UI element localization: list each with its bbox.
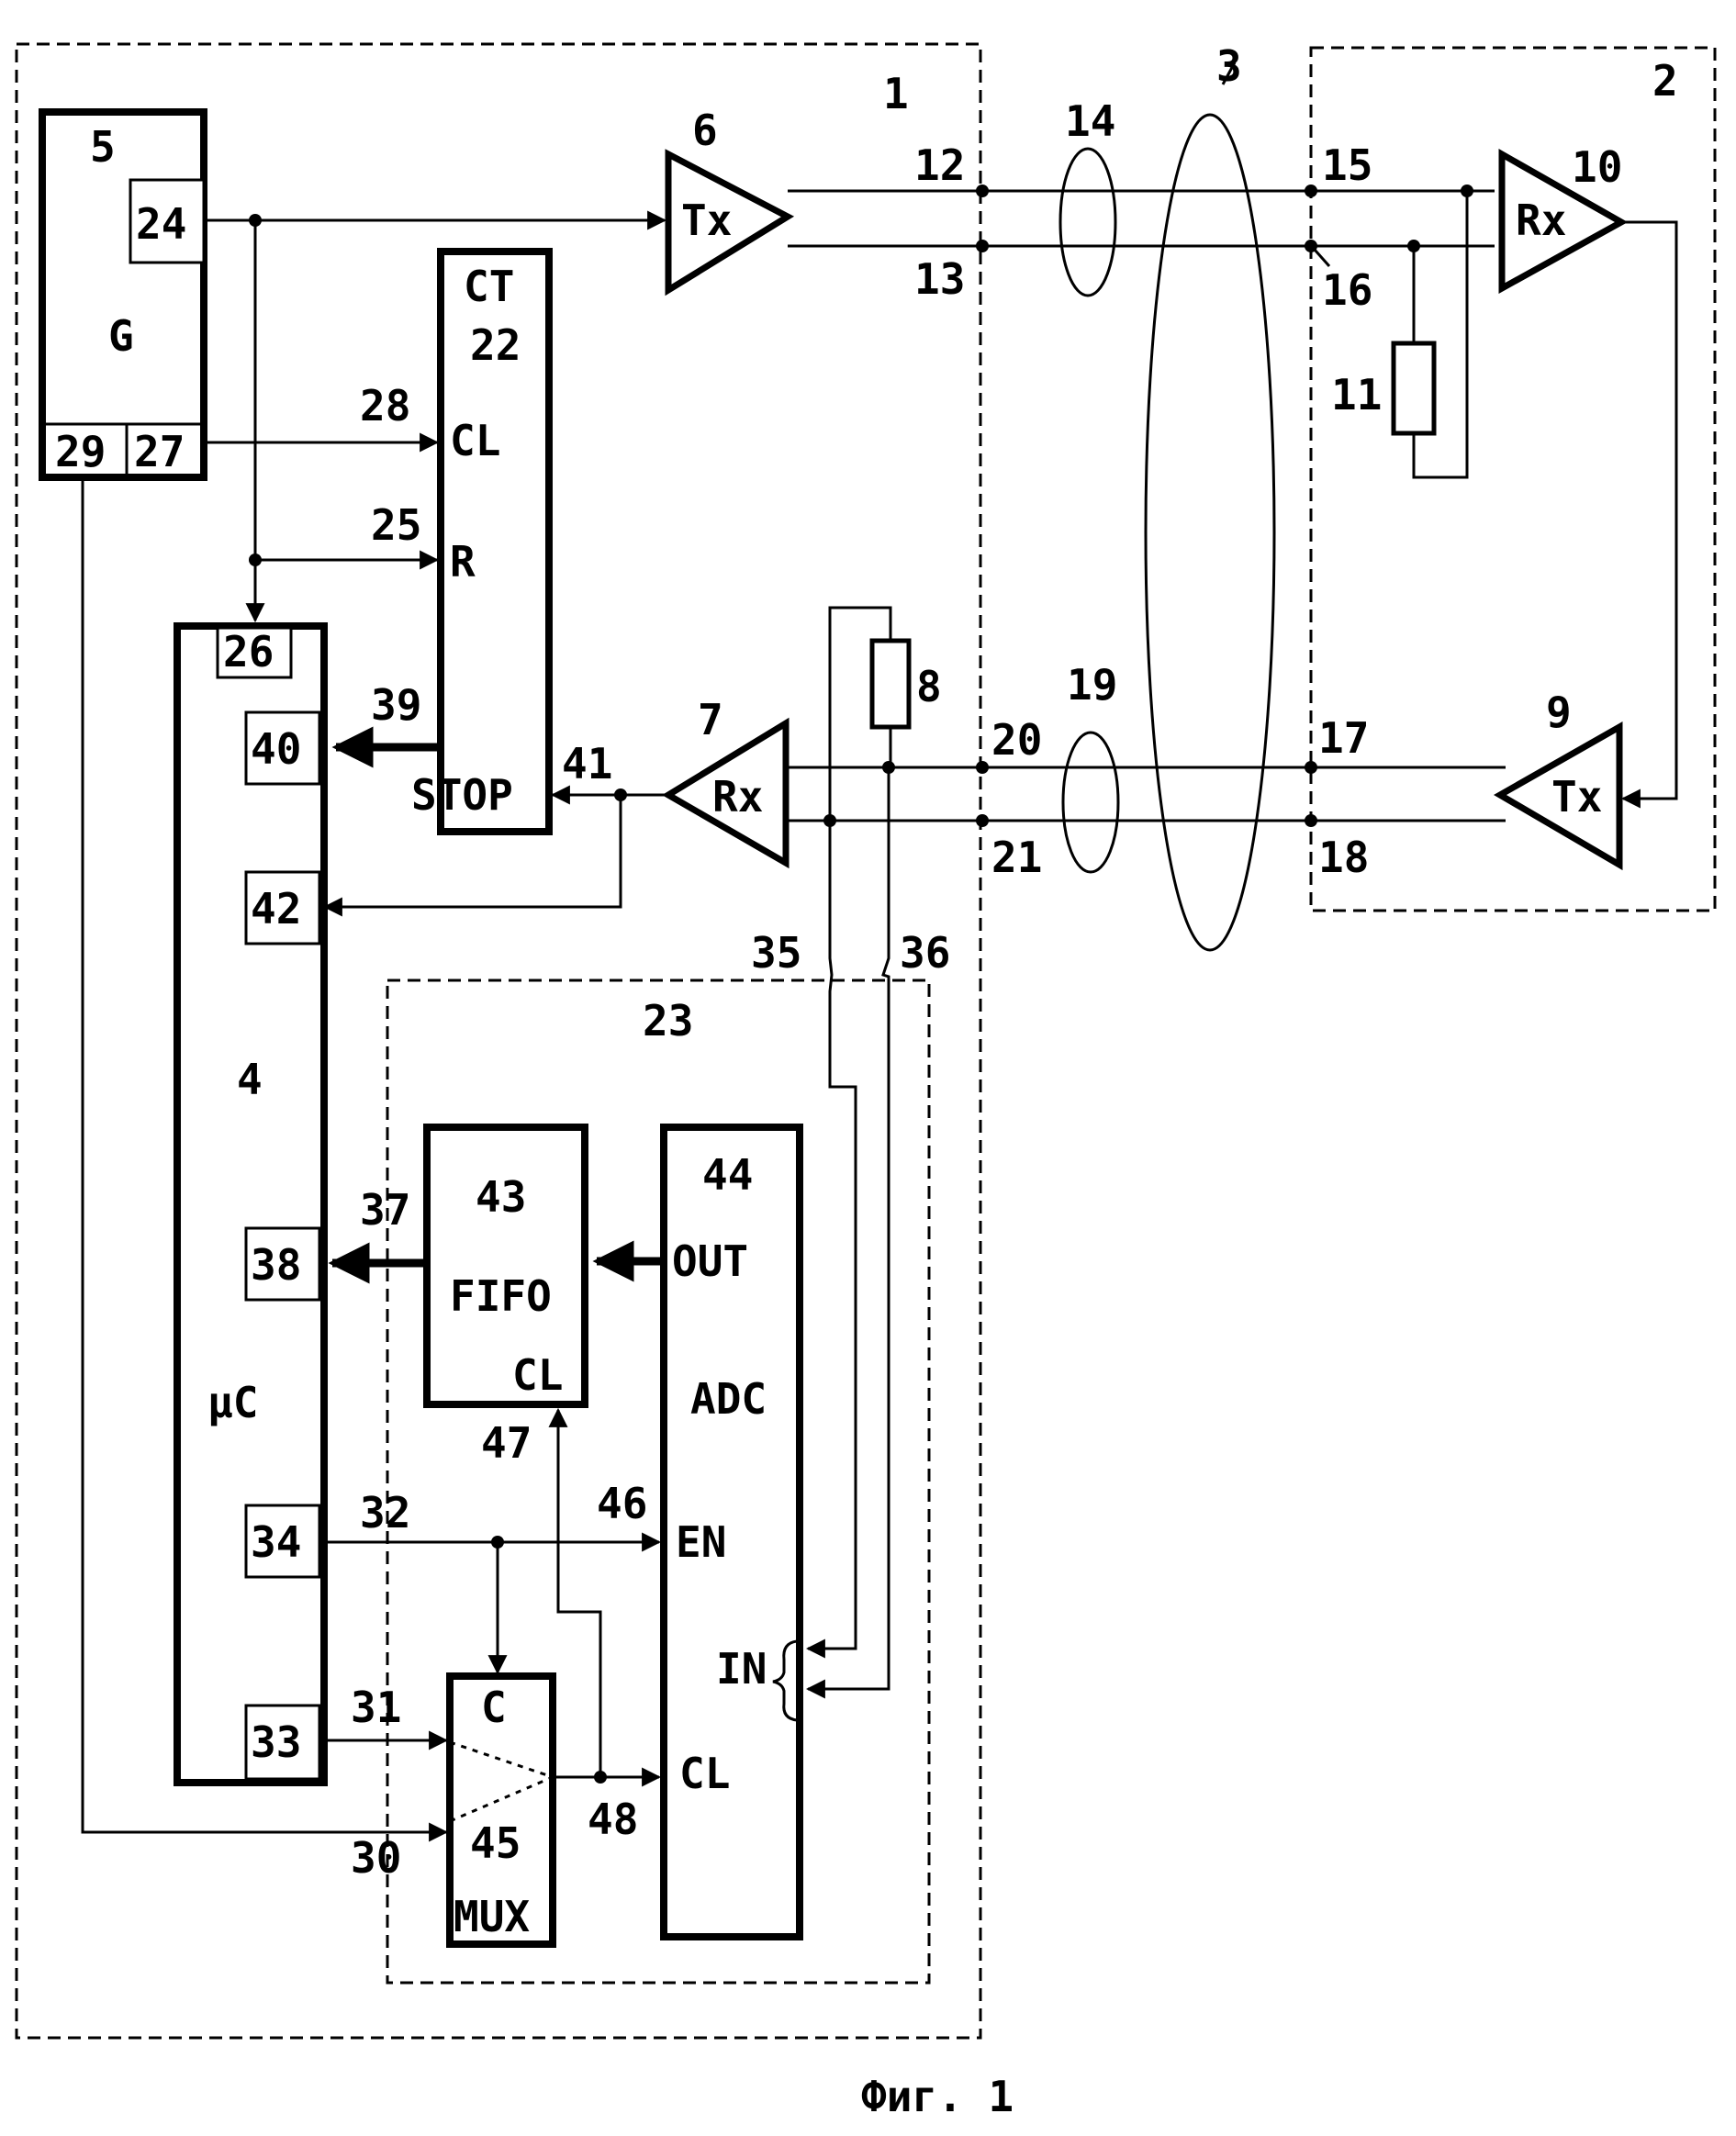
label-16: 16 bbox=[1322, 265, 1372, 315]
adc-number: 44 bbox=[702, 1150, 753, 1200]
label-46: 46 bbox=[597, 1479, 647, 1528]
junction-reset bbox=[249, 554, 262, 566]
generator-name: G bbox=[108, 311, 134, 361]
junction-gen-out bbox=[249, 214, 262, 227]
resistor-11-label: 11 bbox=[1331, 370, 1382, 419]
counter-cl-input: CL bbox=[450, 416, 500, 465]
wire-sense-36 bbox=[808, 767, 889, 1689]
receiver-10-name: Rx bbox=[1516, 196, 1566, 245]
label-14: 14 bbox=[1065, 96, 1115, 146]
wire-sense-35 bbox=[808, 821, 856, 1649]
adc-out-pin: OUT bbox=[672, 1236, 748, 1286]
label-35: 35 bbox=[751, 928, 801, 978]
resistor-11 bbox=[1394, 343, 1434, 433]
figure-caption: Фиг. 1 bbox=[861, 2072, 1014, 2121]
mux-name: MUX bbox=[454, 1892, 530, 1941]
label-25: 25 bbox=[371, 500, 421, 550]
label-28: 28 bbox=[360, 381, 410, 431]
node-13 bbox=[976, 240, 989, 252]
mc-number: 4 bbox=[237, 1055, 263, 1104]
unit-2-label: 2 bbox=[1652, 56, 1678, 106]
label-41: 41 bbox=[562, 739, 612, 788]
label-12: 12 bbox=[914, 140, 965, 190]
adc-cl-pin: CL bbox=[679, 1749, 730, 1798]
label-19: 19 bbox=[1067, 660, 1117, 710]
generator-number: 5 bbox=[90, 122, 116, 172]
wire-rx10-to-tx9 bbox=[1621, 222, 1676, 799]
adc-name: ADC bbox=[690, 1374, 767, 1424]
node-21 bbox=[976, 814, 989, 827]
label-36: 36 bbox=[900, 928, 950, 978]
mux-number: 45 bbox=[470, 1818, 521, 1868]
transmitter-6-name: Tx bbox=[681, 196, 732, 245]
node-12 bbox=[976, 185, 989, 197]
pair-14-outline bbox=[1060, 149, 1115, 296]
label-39: 39 bbox=[371, 680, 421, 730]
adc-en-pin: EN bbox=[676, 1517, 726, 1567]
label-30: 30 bbox=[351, 1833, 401, 1883]
mc-pin-42-label: 42 bbox=[251, 884, 301, 934]
transmitter-6-number: 6 bbox=[692, 106, 718, 155]
label-18: 18 bbox=[1318, 833, 1369, 882]
node-17 bbox=[1305, 761, 1317, 774]
counter-type: CT bbox=[464, 262, 514, 311]
receiver-7-name: Rx bbox=[712, 772, 763, 822]
pair-19-outline bbox=[1063, 733, 1118, 872]
label-32: 32 bbox=[360, 1488, 410, 1538]
counter-number: 22 bbox=[470, 320, 521, 370]
cable-outline bbox=[1146, 115, 1274, 950]
counter-stop-input: STOP bbox=[411, 770, 513, 820]
resistor-8 bbox=[872, 641, 909, 727]
node-15 bbox=[1305, 185, 1317, 197]
receiver-7-number: 7 bbox=[698, 695, 723, 744]
generator-pin-27-label: 27 bbox=[134, 427, 185, 476]
label-48: 48 bbox=[588, 1795, 638, 1844]
fifo-name: FIFO bbox=[450, 1271, 552, 1321]
label-21: 21 bbox=[991, 833, 1042, 882]
generator-pin-29-label: 29 bbox=[55, 427, 106, 476]
resistor-8-label: 8 bbox=[916, 662, 942, 711]
label-13: 13 bbox=[914, 254, 965, 304]
mc-pin-34-label: 34 bbox=[251, 1517, 301, 1567]
label-16-leader bbox=[1315, 250, 1329, 266]
wire-clock-to-fifo-cl bbox=[558, 1410, 600, 1777]
transmitter-9-number: 9 bbox=[1546, 688, 1572, 737]
mc-pin-38-label: 38 bbox=[251, 1240, 301, 1290]
counter-r-input: R bbox=[450, 537, 476, 587]
label-15: 15 bbox=[1322, 140, 1372, 190]
receiver-10-number: 10 bbox=[1572, 142, 1622, 192]
unit-1-label: 1 bbox=[883, 69, 909, 118]
mc-pin-33-label: 33 bbox=[251, 1717, 301, 1767]
junction-rx7-out bbox=[614, 788, 627, 801]
microcontroller-block bbox=[177, 626, 324, 1783]
generator-block bbox=[42, 112, 204, 477]
junction-en bbox=[491, 1536, 504, 1549]
label-17: 17 bbox=[1318, 713, 1369, 763]
mc-pin-26-label: 26 bbox=[223, 627, 274, 677]
label-31: 31 bbox=[351, 1683, 401, 1732]
mux-control-pin: C bbox=[481, 1683, 507, 1732]
fifo-cl-input: CL bbox=[512, 1350, 563, 1400]
node-18 bbox=[1305, 814, 1317, 827]
label-47: 47 bbox=[481, 1418, 532, 1468]
transmitter-9-name: Tx bbox=[1551, 772, 1602, 822]
mc-pin-40-label: 40 bbox=[251, 724, 301, 774]
cable-label: 3 bbox=[1216, 41, 1242, 91]
fifo-number: 43 bbox=[476, 1172, 526, 1222]
node-20 bbox=[976, 761, 989, 774]
mc-name: μC bbox=[207, 1378, 258, 1427]
adc-unit-label: 23 bbox=[643, 996, 693, 1046]
label-20: 20 bbox=[991, 715, 1042, 765]
adc-in-pin: IN bbox=[716, 1644, 767, 1694]
generator-pin-24-label: 24 bbox=[136, 199, 186, 249]
label-37: 37 bbox=[360, 1185, 410, 1235]
